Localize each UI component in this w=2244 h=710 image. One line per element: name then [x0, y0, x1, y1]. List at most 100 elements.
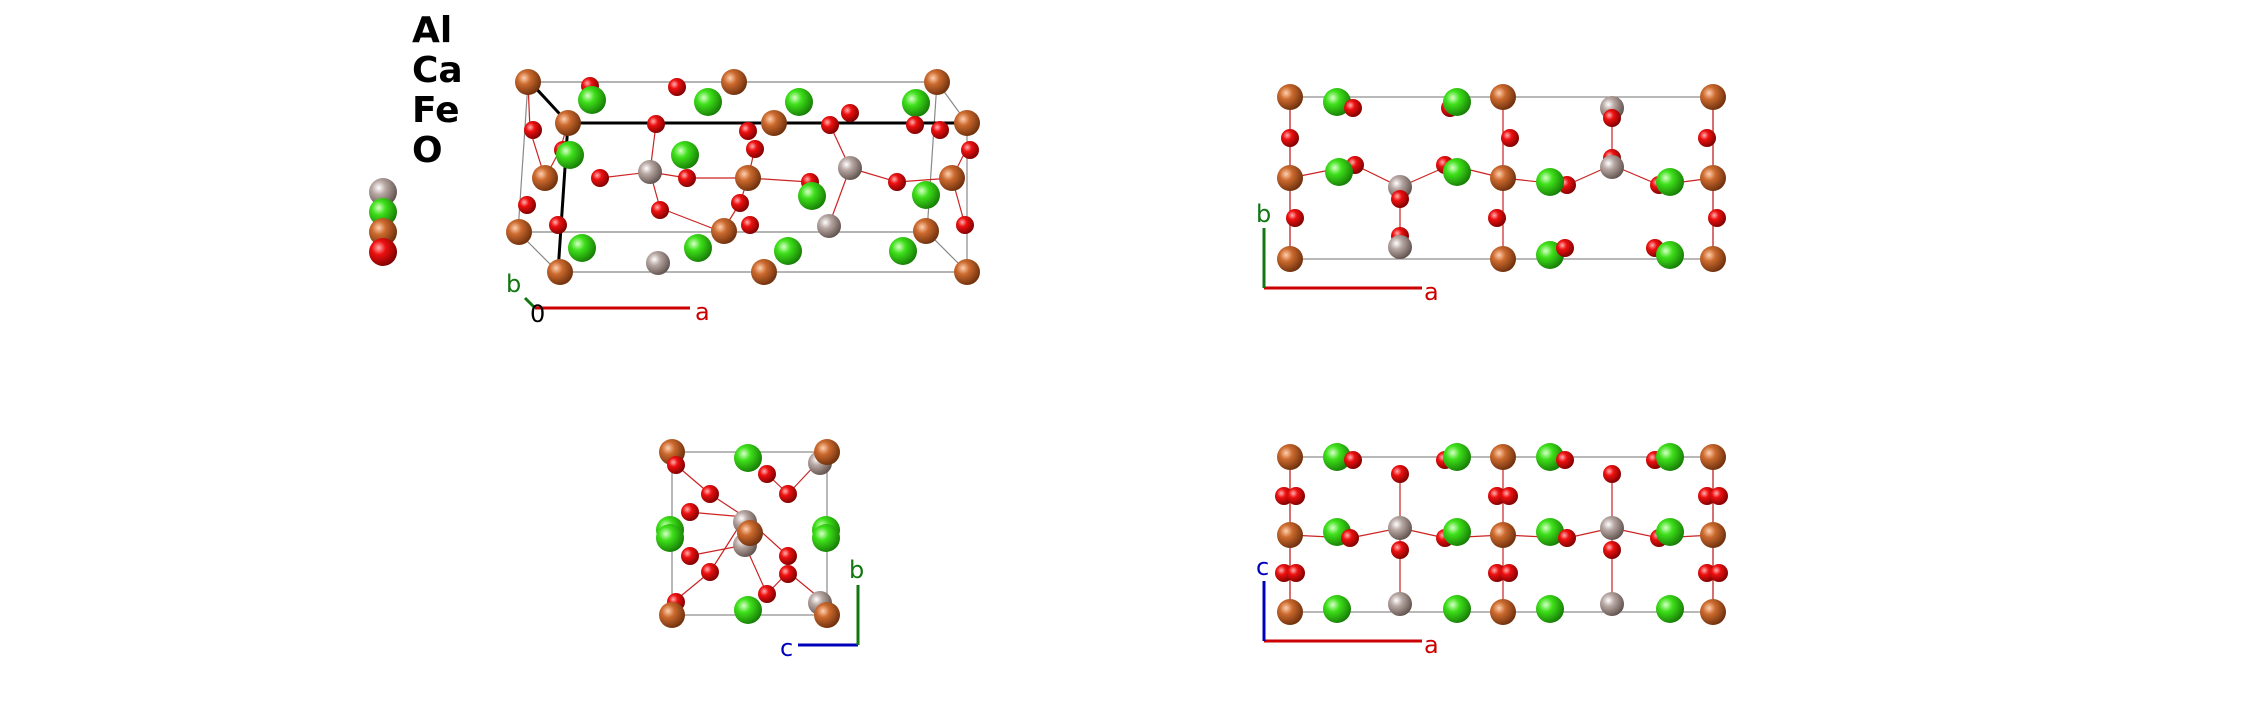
- atom-o: [1708, 209, 1726, 227]
- legend-atom-fe: [369, 218, 397, 246]
- atom-o: [779, 565, 797, 583]
- atom-o: [681, 547, 699, 565]
- atom-o: [779, 485, 797, 503]
- atom-o: [1344, 451, 1362, 469]
- atom-o: [1710, 487, 1728, 505]
- atom-ca: [889, 237, 917, 265]
- origin-label: 0: [530, 300, 545, 328]
- atom-o: [779, 547, 797, 565]
- atom-fe: [1490, 84, 1516, 110]
- atom-o: [518, 196, 536, 214]
- atom-ca: [1536, 595, 1564, 623]
- view-ab: a b: [1256, 84, 1726, 306]
- atom-al: [638, 160, 662, 184]
- atom-o: [678, 169, 696, 187]
- atom-ca: [1325, 158, 1353, 186]
- atom-ca: [1323, 443, 1351, 471]
- atom-fe: [737, 520, 763, 546]
- view-perspective: a b 0: [506, 69, 980, 328]
- atom-fe: [1700, 522, 1726, 548]
- atom-ca: [1536, 518, 1564, 546]
- atom-ca: [812, 524, 840, 552]
- atom-fe: [939, 165, 965, 191]
- atom-ca: [694, 88, 722, 116]
- atom-o: [1488, 209, 1506, 227]
- legend-atom-ca: [369, 198, 397, 226]
- atom-al: [1388, 235, 1412, 259]
- atom-o: [701, 485, 719, 503]
- view-ac: a c: [1256, 443, 1728, 659]
- atom-o: [821, 116, 839, 134]
- axis-c-label: c: [1256, 553, 1269, 581]
- atom-o: [888, 173, 906, 191]
- atom-o: [1501, 129, 1519, 147]
- atom-o: [931, 121, 949, 139]
- atom-o: [1286, 209, 1304, 227]
- atom-o: [1603, 465, 1621, 483]
- atom-o: [1281, 129, 1299, 147]
- atom-o: [841, 104, 859, 122]
- atom-o: [701, 563, 719, 581]
- axis-c-label: c: [780, 634, 793, 662]
- axis-a-label: a: [695, 298, 710, 326]
- atom-o: [741, 216, 759, 234]
- atom-ca: [578, 86, 606, 114]
- atom-fe: [1700, 165, 1726, 191]
- legend-label-fe: Fe: [412, 90, 460, 131]
- atom-ca: [734, 444, 762, 472]
- atom-fe: [721, 69, 747, 95]
- axis-a-label: a: [1424, 631, 1439, 659]
- atom-fe: [954, 259, 980, 285]
- atom-ca: [912, 181, 940, 209]
- legend: Al Ca Fe O: [369, 10, 463, 266]
- axis-b-label: b: [1256, 200, 1271, 228]
- atom-o: [591, 169, 609, 187]
- atom-o: [667, 456, 685, 474]
- atom-ca: [1656, 168, 1684, 196]
- axis-b-line: [523, 296, 537, 310]
- legend-label-al: Al: [412, 10, 452, 51]
- atom-ca: [556, 141, 584, 169]
- atom-ca: [1443, 158, 1471, 186]
- atom-o: [758, 585, 776, 603]
- legend-atom-al: [369, 178, 397, 206]
- atom-ca: [902, 89, 930, 117]
- axes-perspective: a b 0: [506, 270, 710, 328]
- atom-fe: [1700, 444, 1726, 470]
- atom-o: [1710, 564, 1728, 582]
- atom-fe: [659, 602, 685, 628]
- atom-fe: [555, 110, 581, 136]
- atom-ca: [1443, 518, 1471, 546]
- atom-o: [524, 121, 542, 139]
- atom-fe: [954, 110, 980, 136]
- atom-o: [1603, 541, 1621, 559]
- atom-o: [1287, 487, 1305, 505]
- atom-ca: [1323, 595, 1351, 623]
- atom-fe: [924, 69, 950, 95]
- axis-b-label: b: [506, 270, 521, 298]
- atom-ca: [1656, 595, 1684, 623]
- atom-ca: [1536, 168, 1564, 196]
- atom-fe: [1490, 522, 1516, 548]
- atom-fe: [1700, 84, 1726, 110]
- atom-fe: [1277, 246, 1303, 272]
- atom-al: [1600, 592, 1624, 616]
- legend-label-o: O: [412, 130, 443, 171]
- atom-fe: [761, 110, 787, 136]
- atom-al: [1600, 516, 1624, 540]
- atom-ca: [1443, 88, 1471, 116]
- atom-o: [668, 78, 686, 96]
- atom-fe: [1277, 599, 1303, 625]
- atom-ca: [1443, 595, 1471, 623]
- legend-atom-o: [369, 238, 397, 266]
- atoms: [1275, 443, 1728, 625]
- atoms: [656, 439, 840, 628]
- atom-fe: [1277, 84, 1303, 110]
- atom-o: [746, 140, 764, 158]
- atom-o: [549, 216, 567, 234]
- atom-o: [731, 194, 749, 212]
- atom-fe: [913, 218, 939, 244]
- atom-ca: [1323, 88, 1351, 116]
- atom-o: [739, 122, 757, 140]
